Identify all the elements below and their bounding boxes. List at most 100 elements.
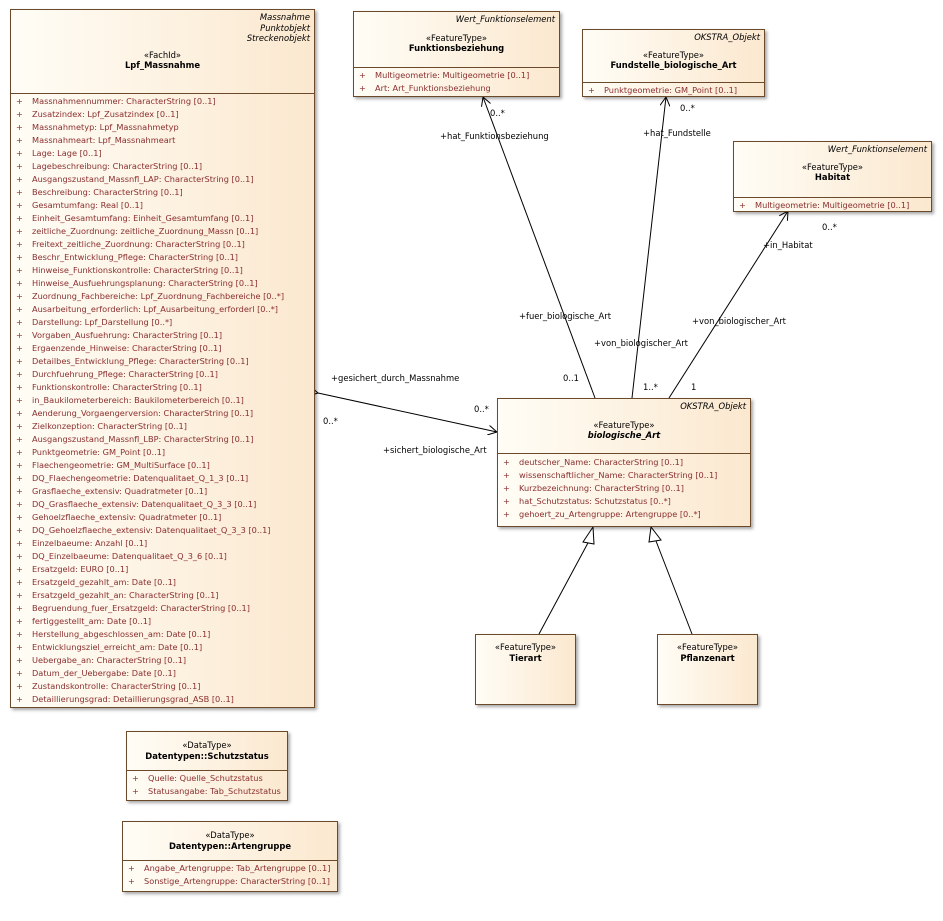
attribute-row[interactable]: +fertiggestellt_am: Date [0..1] <box>11 615 314 628</box>
class-datentypen-schutzstatus[interactable]: «DataType» Datentypen::Schutzstatus +Que… <box>126 731 288 801</box>
attribute-row[interactable]: +Flaechengeometrie: GM_MultiSurface [0..… <box>11 459 314 472</box>
attribute-row[interactable]: +Ausarbeitung_erforderlich: Lpf_Ausarbei… <box>11 303 314 316</box>
class-name: Habitat <box>814 172 851 182</box>
class-name: Tierart <box>509 652 542 663</box>
attribute-text: DQ_Flaechengeometrie: Datenqualitaet_Q_1… <box>32 473 249 483</box>
class-funktionsbeziehung[interactable]: Wert_Funktionselement «FeatureType» Funk… <box>353 11 560 97</box>
association-line-fundstelle[interactable] <box>631 97 666 399</box>
attribute-row[interactable]: +Statusangabe: Tab_Schutzstatus <box>127 785 287 798</box>
attribute-row[interactable]: +DQ_Gehoelzflaeche_extensiv: Datenqualit… <box>11 524 314 537</box>
attribute-row[interactable]: +Einheit_Gesamtumfang: Einheit_Gesamtumf… <box>11 212 314 225</box>
attribute-text: Aenderung_Vorgaengerversion: CharacterSt… <box>32 408 254 418</box>
attribute-row[interactable]: +Detailbes_Entwicklung_Pflege: Character… <box>11 355 314 368</box>
visibility-marker: + <box>16 213 23 223</box>
association-line-funktionsbeziehung[interactable] <box>483 97 596 399</box>
visibility-marker: + <box>16 421 23 431</box>
attribute-row[interactable]: +Darstellung: Lpf_Darstellung [0..*] <box>11 316 314 329</box>
attribute-row[interactable]: +Datum_der_Uebergabe: Date [0..1] <box>11 667 314 680</box>
visibility-marker: + <box>16 473 23 483</box>
attribute-row[interactable]: +Massnahmennummer: CharacterString [0..1… <box>11 95 314 108</box>
attribute-row[interactable]: +Lagebeschreibung: CharacterString [0..1… <box>11 160 314 173</box>
attribute-row[interactable]: +Ersatzgeld: EURO [0..1] <box>11 563 314 576</box>
generalization-line-tierart[interactable] <box>538 540 590 635</box>
attribute-text: Detailbes_Entwicklung_Pflege: CharacterS… <box>32 356 249 366</box>
attribute-text: Zuordnung_Fachbereiche: Lpf_Zuordnung_Fa… <box>32 291 285 301</box>
attribute-row[interactable]: +Punktgeometrie: GM_Point [0..1] <box>11 446 314 459</box>
attribute-row[interactable]: +Hinweise_Ausfuehrungsplanung: Character… <box>11 277 314 290</box>
visibility-marker: + <box>16 239 23 249</box>
class-pflanzenart[interactable]: «FeatureType» Pflanzenart <box>657 634 758 705</box>
attribute-row[interactable]: +Ersatzgeld_gezahlt_am: Date [0..1] <box>11 576 314 589</box>
attribute-row[interactable]: +Detaillierungsgrad: Detaillierungsgrad_… <box>11 693 314 706</box>
attribute-row[interactable]: +Massnahmeart: Lpf_Massnahmeart <box>11 134 314 147</box>
attribute-row[interactable]: +Zusatzindex: Lpf_Zusatzindex [0..1] <box>11 108 314 121</box>
attribute-row[interactable]: +Multigeometrie: Multigeometrie [0..1] <box>354 69 559 82</box>
visibility-marker: + <box>16 668 23 678</box>
attribute-row[interactable]: +Ersatzgeld_gezahlt_an: CharacterString … <box>11 589 314 602</box>
class-tierart[interactable]: «FeatureType» Tierart <box>475 634 576 705</box>
visibility-marker: + <box>503 470 510 480</box>
class-stereotype: «FeatureType» <box>676 642 739 652</box>
role-label: +fuer_biologische_Art <box>519 311 611 321</box>
attribute-row[interactable]: +Gesamtumfang: Real [0..1] <box>11 199 314 212</box>
attribute-row[interactable]: +Art: Art_Funktionsbeziehung <box>354 82 559 95</box>
attribute-row[interactable]: +Herstellung_abgeschlossen_am: Date [0..… <box>11 628 314 641</box>
attribute-row[interactable]: +Sonstige_Artengruppe: CharacterString [… <box>123 875 337 888</box>
attribute-row[interactable]: + DQ_Flaechengeometrie: Datenqualitaet_Q_… <box>11 472 314 485</box>
attribute-row[interactable]: +hat_Schutzstatus: Schutzstatus [0..*] <box>498 495 750 508</box>
attribute-row[interactable]: +in_Baukilometerbereich: Baukilometerber… <box>11 394 314 407</box>
attribute-row[interactable]: +Massnahmetyp: Lpf_Massnahmetyp <box>11 121 314 134</box>
attribute-text: Beschr_Entwicklung_Pflege: CharacterStri… <box>32 252 238 262</box>
attribute-row[interactable]: +wissenschaftlicher_Name: CharacterStrin… <box>498 469 750 482</box>
class-biologische-art[interactable]: OKSTRA_Objekt «FeatureType» biologische_… <box>497 398 751 527</box>
attribute-row[interactable]: +Einzelbaeume: Anzahl [0..1] <box>11 537 314 550</box>
association-line-massnahme[interactable] <box>318 393 497 432</box>
visibility-marker: + <box>132 786 139 796</box>
attribute-row[interactable]: +deutscher_Name: CharacterString [0..1] <box>498 456 750 469</box>
attribute-row[interactable]: +Ergaenzende_Hinweise: CharacterString [… <box>11 342 314 355</box>
class-lpf-massnahme[interactable]: Massnahme Punktobjekt Streckenobjekt «Fa… <box>10 9 315 708</box>
compartment-divider <box>11 93 314 94</box>
attribute-row[interactable]: +zeitliche_Zuordnung: zeitliche_Zuordnun… <box>11 225 314 238</box>
class-datentypen-artengruppe[interactable]: «DataType» Datentypen::Artengruppe +Anga… <box>122 821 338 892</box>
attribute-row[interactable]: +Freitext_zeitliche_Zuordnung: Character… <box>11 238 314 251</box>
attribute-row[interactable]: +Durchfuehrung_Pflege: CharacterString [… <box>11 368 314 381</box>
attribute-text: Entwicklungsziel_erreicht_am: Date [0..1… <box>32 642 203 652</box>
attribute-row[interactable]: +Zustandskontrolle: CharacterString [0..… <box>11 680 314 693</box>
attribute-text: Punktgeometrie: GM_Point [0..1] <box>32 447 166 457</box>
attribute-row[interactable]: +Ausgangszustand_Massnfl_LBP: CharacterS… <box>11 433 314 446</box>
attribute-row[interactable]: +DQ_Grasflaeche_extensiv: Datenqualitaet… <box>11 498 314 511</box>
attribute-row[interactable]: +Quelle: Quelle_Schutzstatus <box>127 772 287 785</box>
attribute-row[interactable]: +Punktgeometrie: GM_Point [0..1] <box>583 84 764 97</box>
attribute-row[interactable]: +Beschreibung: CharacterString [0..1] <box>11 186 314 199</box>
attribute-row[interactable]: +Aenderung_Vorgaengerversion: CharacterS… <box>11 407 314 420</box>
attribute-row[interactable]: +Uebergabe_an: CharacterString [0..1] <box>11 654 314 667</box>
attribute-row[interactable]: +Funktionskontrolle: CharacterString [0.… <box>11 381 314 394</box>
attribute-row[interactable]: +Hinweise_Funktionskontrolle: CharacterS… <box>11 264 314 277</box>
class-habitat[interactable]: Wert_Funktionselement «FeatureType» Habi… <box>733 141 932 212</box>
attribute-row[interactable]: +Kurzbezeichnung: CharacterString [0..1] <box>498 482 750 495</box>
attribute-text: Quelle: Quelle_Schutzstatus <box>148 773 263 783</box>
attribute-row[interactable]: +Entwicklungsziel_erreicht_am: Date [0..… <box>11 641 314 654</box>
association-line-habitat[interactable] <box>668 211 788 399</box>
class-name: Datentypen::Schutzstatus <box>145 750 269 761</box>
visibility-marker: + <box>16 382 23 392</box>
attribute-row[interactable]: +Multigeometrie: Multigeometrie [0..1] <box>734 199 931 212</box>
attribute-row[interactable]: +Beschr_Entwicklung_Pflege: CharacterStr… <box>11 251 314 264</box>
attribute-row[interactable]: +Angabe_Artengruppe: Tab_Artengruppe [0.… <box>123 862 337 875</box>
attribute-row[interactable]: +Ausgangszustand_Massnfl_LAP: CharacterS… <box>11 173 314 186</box>
attribute-row[interactable]: +Gehoelzflaeche_extensiv: Quadratmeter [… <box>11 511 314 524</box>
attribute-row[interactable]: +Zuordnung_Fachbereiche: Lpf_Zuordnung_F… <box>11 290 314 303</box>
attribute-row[interactable]: +DQ_Einzelbaeume: Datenqualitaet_Q_3_6 [… <box>11 550 314 563</box>
generalization-line-pflanzenart[interactable] <box>655 540 693 635</box>
generalization-arrowhead-pflanzenart <box>648 525 662 543</box>
attribute-row[interactable]: +Zielkonzeption: CharacterString [0..1] <box>11 420 314 433</box>
class-fundstelle-biologische-art[interactable]: OKSTRA_Objekt «FeatureType» Fundstelle_b… <box>582 29 765 97</box>
attribute-row[interactable]: +Lage: Lage [0..1] <box>11 147 314 160</box>
compartment-divider <box>123 860 337 861</box>
attribute-row[interactable]: +gehoert_zu_Artengruppe: Artengruppe [0.… <box>498 508 750 521</box>
attribute-row[interactable]: +Grasflaeche_extensiv: Quadratmeter [0..… <box>11 485 314 498</box>
class-stereotype: «FachId» <box>143 49 182 60</box>
attribute-row[interactable]: +Begruendung_fuer_Ersatzgeld: CharacterS… <box>11 602 314 615</box>
attribute-row[interactable]: +Vorgaben_Ausfuehrung: CharacterString [… <box>11 329 314 342</box>
